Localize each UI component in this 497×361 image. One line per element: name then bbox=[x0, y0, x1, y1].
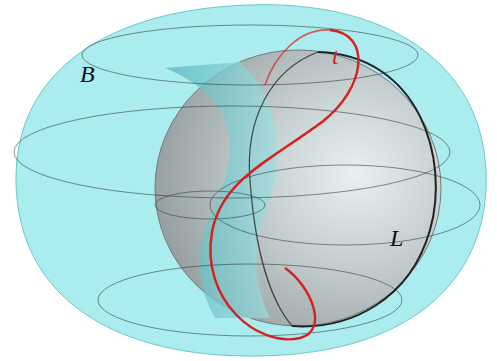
latitude-line bbox=[14, 106, 450, 198]
surface-label: t bbox=[332, 44, 339, 68]
red-curve bbox=[265, 30, 330, 85]
surface-label: L bbox=[390, 226, 403, 250]
meridian-line bbox=[292, 52, 436, 326]
sphere-surface bbox=[155, 50, 441, 326]
outer-surface bbox=[16, 5, 486, 356]
neck-surface bbox=[165, 62, 277, 318]
latitude-line bbox=[210, 165, 480, 245]
latitude-line bbox=[155, 191, 265, 219]
latitude-line bbox=[82, 25, 418, 85]
surface-label: B bbox=[80, 62, 95, 86]
red-curve bbox=[210, 30, 358, 339]
meridian-line bbox=[249, 52, 318, 326]
